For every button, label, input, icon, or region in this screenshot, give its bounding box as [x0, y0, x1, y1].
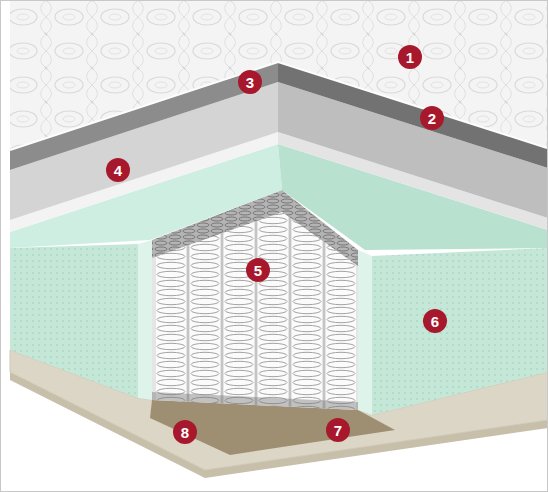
callout-number: 7 — [326, 418, 350, 442]
right-panel-inner-face — [358, 250, 372, 415]
pocket-springs — [152, 200, 358, 415]
callout-text: 8 — [181, 425, 189, 440]
callout-circle-fill — [326, 418, 350, 442]
quilted-top — [10, 1, 547, 150]
callout-circle-fill — [238, 70, 262, 94]
callout-circle-fill — [398, 45, 422, 69]
callout-text: 5 — [254, 263, 262, 278]
callout-text: 7 — [334, 423, 342, 438]
callout-number: 8 — [173, 420, 197, 444]
left-side-panel — [10, 244, 138, 398]
callout-number: 2 — [420, 106, 444, 130]
callout-circle-fill — [173, 420, 197, 444]
callout-text: 6 — [431, 314, 439, 329]
callout-text: 4 — [114, 163, 122, 178]
left-panel-inner-face — [138, 240, 152, 400]
callout-number: 4 — [106, 158, 130, 182]
callout-text: 2 — [428, 111, 436, 126]
callout-circle-fill — [246, 258, 270, 282]
callout-number: 5 — [246, 258, 270, 282]
callout-number: 3 — [238, 70, 262, 94]
callout-circle-fill — [423, 309, 447, 333]
top-edge — [10, 62, 547, 150]
callout-circle-fill — [106, 158, 130, 182]
callout-text: 1 — [406, 50, 414, 65]
right-side-panel — [372, 248, 548, 415]
callout-number: 1 — [398, 45, 422, 69]
callout-number: 6 — [423, 309, 447, 333]
callout-text: 3 — [246, 75, 254, 90]
callout-circle-fill — [420, 106, 444, 130]
